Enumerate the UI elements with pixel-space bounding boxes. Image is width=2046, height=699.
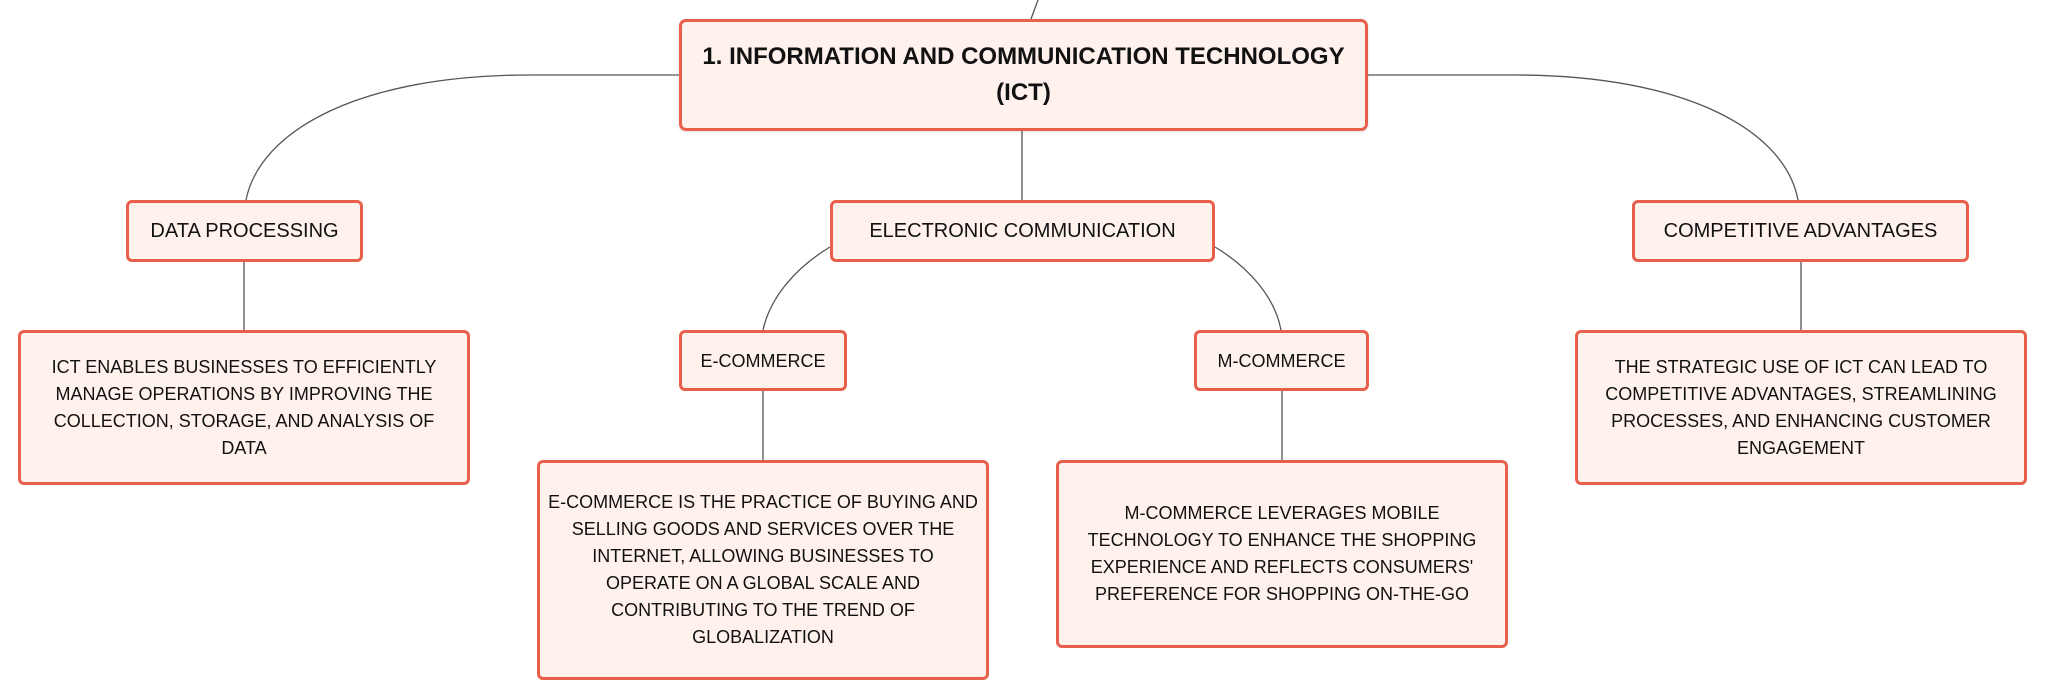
electronic-communication-label: ELECTRONIC COMMUNICATION [869,220,1176,242]
m-commerce-description-text: M-COMMERCE LEVERAGES MOBILE TECHNOLOGY T… [1087,503,1477,604]
branch-node-data-processing[interactable]: DATA PROCESSING [126,200,363,262]
connector-electronic-m-commerce [1214,246,1282,331]
leaf-node-m-commerce-description[interactable]: M-COMMERCE LEVERAGES MOBILE TECHNOLOGY T… [1056,460,1508,648]
root-node-ict[interactable]: 1. INFORMATION AND COMMUNICATION TECHNOL… [679,19,1368,131]
competitive-advantages-description-text: THE STRATEGIC USE OF ICT CAN LEAD TO COM… [1605,356,1997,458]
parent-connector [1030,0,1039,20]
branch-node-electronic-communication[interactable]: ELECTRONIC COMMUNICATION [830,200,1215,262]
e-commerce-description-text: E-COMMERCE IS THE PRACTICE OF BUYING AND… [548,492,978,647]
data-processing-description-text: ICT ENABLES BUSINESSES TO EFFICIENTLY MA… [51,356,437,458]
leaf-node-data-processing-description[interactable]: ICT ENABLES BUSINESSES TO EFFICIENTLY MA… [18,330,470,485]
e-commerce-label: E-COMMERCE [700,350,826,371]
root-node-label: 1. INFORMATION AND COMMUNICATION TECHNOL… [702,43,1345,106]
branch-node-competitive-advantages[interactable]: COMPETITIVE ADVANTAGES [1632,200,1969,262]
competitive-advantages-label: COMPETITIVE ADVANTAGES [1663,220,1938,242]
sub-node-m-commerce[interactable]: M-COMMERCE [1194,330,1369,391]
m-commerce-label: M-COMMERCE [1217,350,1346,371]
sub-node-e-commerce[interactable]: E-COMMERCE [679,330,847,391]
leaf-node-e-commerce-description[interactable]: E-COMMERCE IS THE PRACTICE OF BUYING AND… [537,460,989,680]
leaf-node-competitive-advantages-description[interactable]: THE STRATEGIC USE OF ICT CAN LEAD TO COM… [1575,330,2027,485]
connector-electronic-e-commerce [762,246,831,331]
connector-root-competitive-advantages [1368,74,1799,201]
data-processing-label: DATA PROCESSING [150,220,339,242]
connector-root-data-processing [245,74,679,201]
